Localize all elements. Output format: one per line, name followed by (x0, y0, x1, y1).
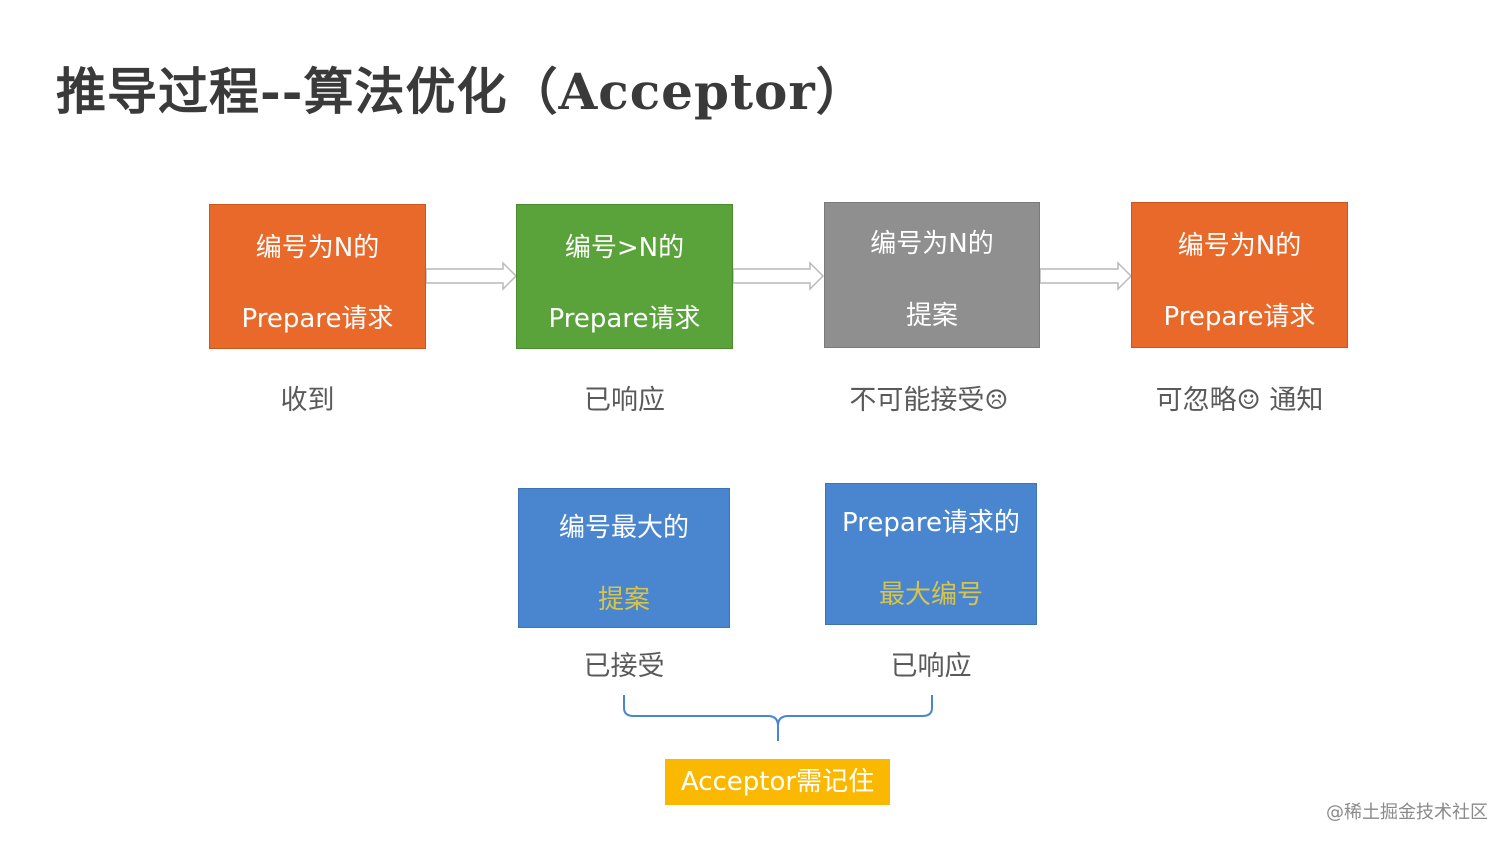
box-line1: 编号为N的 (870, 229, 994, 259)
prepare-request-gt-n-box: 编号>N的 Prepare请求 (516, 204, 733, 349)
box-line1: Prepare请求的 (842, 508, 1020, 538)
box-line2: 提案 (597, 585, 650, 615)
caption-can-ignore: 可忽略☺ 通知 (1155, 385, 1324, 416)
arrow-3-icon (1039, 261, 1133, 291)
box-line2: 最大编号 (878, 580, 983, 610)
box-line2: Prepare请求 (548, 304, 701, 334)
max-prepare-number-box: Prepare请求的 最大编号 (825, 483, 1037, 625)
box-line1: 编号为N的 (255, 233, 380, 263)
caption-received: 收到 (280, 385, 335, 416)
max-accepted-proposal-box: 编号最大的 提案 (518, 488, 730, 628)
box-line1: 编号>N的 (564, 233, 685, 263)
box-line2: Prepare请求 (1163, 302, 1316, 332)
caption-responded-2: 已响应 (890, 651, 972, 682)
brace-icon (623, 695, 933, 741)
caption-responded: 已响应 (584, 385, 665, 416)
prepare-request-n-box-2: 编号为N的 Prepare请求 (1131, 202, 1348, 348)
box-line1: 编号最大的 (558, 513, 689, 543)
proposal-n-box: 编号为N的 提案 (824, 202, 1040, 348)
page-title: 推导过程--算法优化（Acceptor） (56, 62, 867, 121)
watermark: @稀土掘金技术社区 (1326, 802, 1488, 823)
caption-accepted: 已接受 (583, 651, 665, 682)
acceptor-must-remember-box: Acceptor需记住 (665, 759, 890, 805)
arrow-2-icon (732, 261, 825, 291)
box-line2: 提案 (905, 301, 958, 331)
arrow-1-icon (425, 261, 518, 291)
box-line1: 编号为N的 (1177, 231, 1302, 261)
box-line2: Prepare请求 (241, 304, 394, 334)
caption-cannot-accept: 不可能接受☹ (849, 385, 1009, 416)
prepare-request-n-box: 编号为N的 Prepare请求 (209, 204, 426, 349)
